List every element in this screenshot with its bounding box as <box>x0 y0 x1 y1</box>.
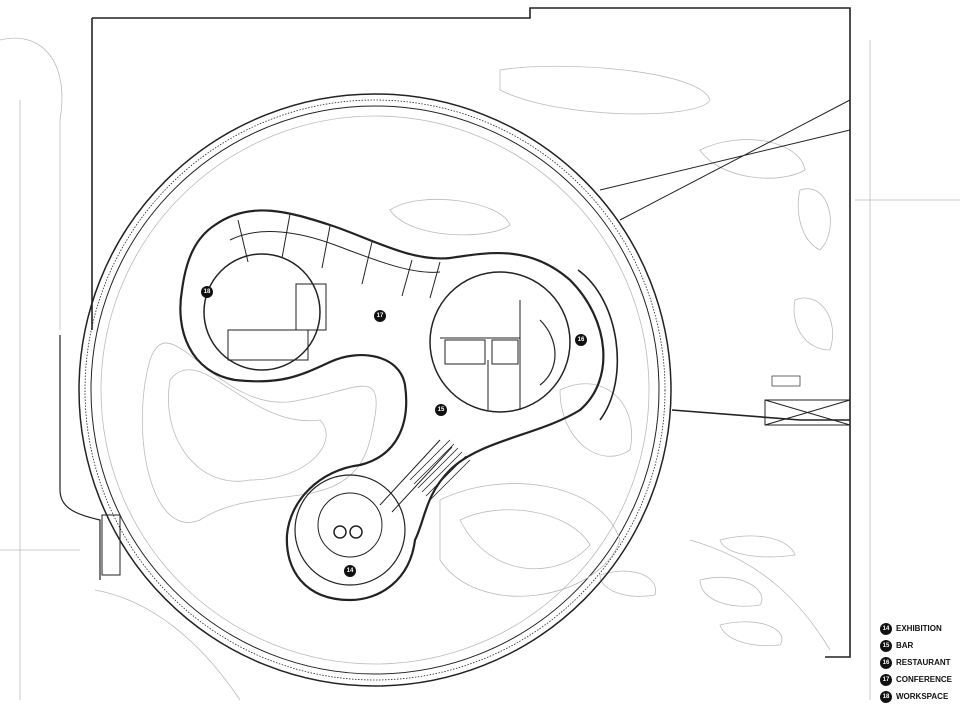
building <box>179 209 619 602</box>
site-context <box>0 37 960 701</box>
room-label-conference: 17 <box>374 310 386 322</box>
room-label-exhibition: 14 <box>344 565 356 577</box>
circular-garden <box>78 93 672 687</box>
svg-text:17: 17 <box>377 313 384 319</box>
svg-text:18: 18 <box>204 289 211 295</box>
svg-text:14: 14 <box>347 568 354 574</box>
svg-text:16: 16 <box>578 337 585 343</box>
room-label-restaurant: 16 <box>575 334 587 346</box>
svg-text:15: 15 <box>438 407 445 413</box>
site-boundary <box>91 7 851 658</box>
room-label-workspace: 18 <box>201 286 213 298</box>
room-labels: 18 17 16 15 14 <box>201 286 587 577</box>
room-label-bar: 15 <box>435 404 447 416</box>
